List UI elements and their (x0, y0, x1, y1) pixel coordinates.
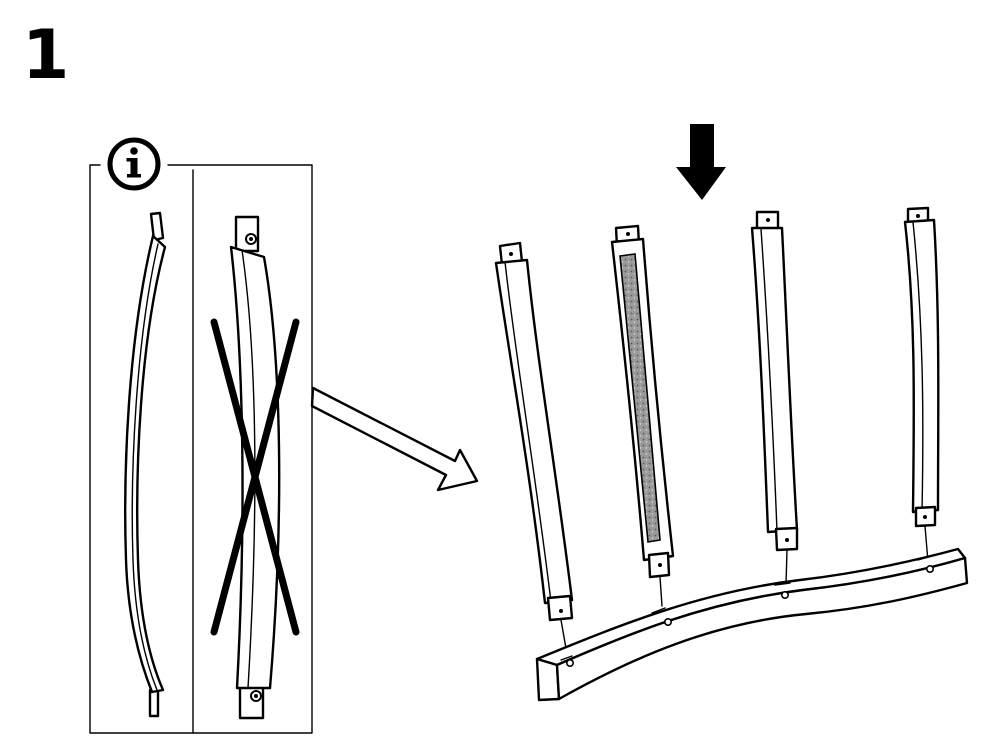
slat-4 (903, 206, 940, 563)
slat-1 (494, 241, 574, 655)
curved-slat-correct-orientation (124, 211, 167, 718)
cross-out-mark (210, 318, 300, 636)
step-number: 1 (22, 16, 70, 95)
info-icon (107, 137, 161, 191)
info-panel (89, 137, 313, 734)
grip-strip (619, 253, 661, 543)
down-arrow-icon (676, 124, 726, 200)
pointer-arrow (310, 386, 479, 492)
slat-2-with-grip-strip (610, 224, 675, 607)
curved-base-rail (535, 547, 969, 702)
slat-3 (750, 210, 799, 585)
